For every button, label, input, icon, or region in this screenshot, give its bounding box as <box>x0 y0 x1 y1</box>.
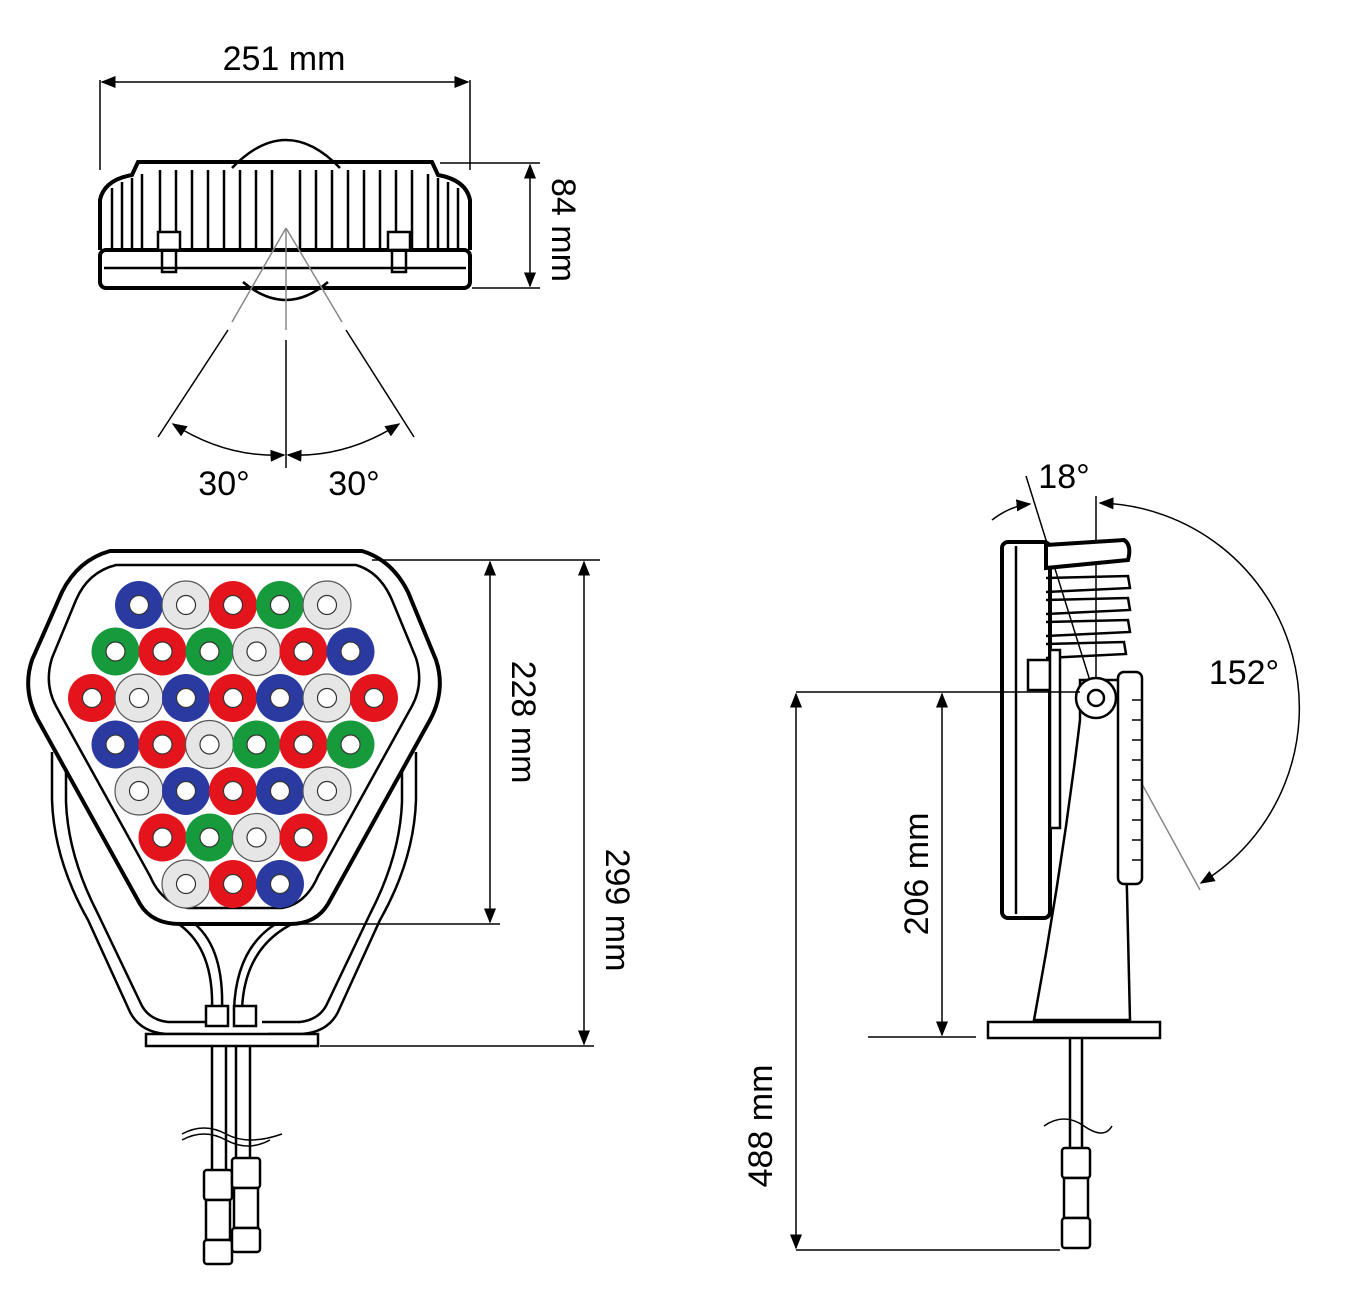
led-lens <box>269 594 291 616</box>
side-total-height-label: 488 mm <box>742 1065 780 1188</box>
side-small-angle-label: 18° <box>1038 458 1089 496</box>
led-lens <box>316 594 338 616</box>
beam-left-gray <box>231 227 287 323</box>
top-heatsink-outline <box>98 160 472 250</box>
led-lens <box>363 687 385 709</box>
side-front-lens <box>1000 540 1052 920</box>
top-base-plate <box>98 248 472 290</box>
side-cable-break <box>1043 1118 1113 1134</box>
front-base-plate <box>144 1032 320 1048</box>
led-lens <box>340 734 361 755</box>
led-lens <box>293 734 314 755</box>
beam-left-edge <box>157 329 229 438</box>
led-lens <box>246 641 267 662</box>
top-dome <box>231 138 341 169</box>
beam-right-gray <box>285 227 343 323</box>
beam-right-edge <box>345 329 415 438</box>
side-fins <box>1045 574 1132 660</box>
side-driver-ribs <box>1132 699 1142 861</box>
beam-left-arc <box>171 423 286 462</box>
side-small-arc <box>991 499 1032 521</box>
led-lens <box>152 827 173 848</box>
led-lens <box>128 780 150 802</box>
front-cable-right-1 <box>240 923 291 1011</box>
front-connector-right <box>230 1156 262 1254</box>
led-lens <box>199 641 220 662</box>
top-bolt-right <box>386 230 412 252</box>
led-lens <box>175 594 197 616</box>
front-yoke-right-outer <box>268 752 418 1036</box>
top-bolt-left <box>156 230 182 252</box>
front-total-height-label: 299 mm <box>598 849 636 972</box>
side-view: 18° 152° <box>742 458 1301 1251</box>
led-lens <box>269 687 291 709</box>
top-view: 251 mm 84 mm <box>98 40 582 503</box>
led-lens <box>340 641 361 662</box>
top-width-label: 251 mm <box>223 40 346 78</box>
front-yoke-left-outer <box>50 752 200 1036</box>
side-pivot-center <box>1086 688 1106 708</box>
side-clamp <box>1026 658 1052 692</box>
side-pivot-height-label: 206 mm <box>898 813 936 936</box>
front-cable-left-2 <box>195 924 224 1011</box>
led-lens <box>105 641 126 662</box>
front-connector-left <box>202 1168 234 1266</box>
led-lens <box>128 594 150 616</box>
led-lens <box>269 873 291 895</box>
led-lens <box>269 780 291 802</box>
side-base-plate <box>986 1020 1162 1040</box>
led-lens <box>222 594 244 616</box>
top-height-label: 84 mm <box>544 178 582 282</box>
front-yoke-left-inner <box>64 760 206 1024</box>
led-lens <box>175 873 197 895</box>
side-driver-box <box>1116 670 1144 886</box>
led-lens <box>128 687 150 709</box>
led-lens <box>222 687 244 709</box>
front-gland-right <box>232 1004 258 1028</box>
side-arm-left <box>1048 648 1062 830</box>
front-gland-left <box>204 1004 230 1028</box>
top-fins <box>110 170 460 248</box>
front-led-array <box>68 580 398 909</box>
led-lens <box>105 734 126 755</box>
led-lens <box>293 827 314 848</box>
front-view: 228 mm 299 mm <box>26 549 636 1266</box>
front-cable-break-1 <box>181 1133 271 1147</box>
led-lens <box>293 641 314 662</box>
led-lens <box>175 780 197 802</box>
side-connector <box>1060 1146 1092 1250</box>
front-cable-right-2 <box>232 923 275 1011</box>
side-large-angle-label: 152° <box>1209 654 1279 692</box>
side-stand <box>1032 678 1132 1022</box>
led-lens <box>152 734 173 755</box>
side-large-arc <box>1098 497 1301 884</box>
side-top-cap <box>1044 537 1132 571</box>
front-cable-left-1 <box>179 923 214 1011</box>
top-bolt-right-nut <box>390 248 408 274</box>
led-lens <box>81 687 103 709</box>
front-cable-break-2 <box>181 1127 283 1141</box>
beam-left-label: 30° <box>198 465 249 503</box>
led-lens <box>316 687 338 709</box>
led-lens <box>152 641 173 662</box>
beam-right-arc <box>286 423 401 462</box>
led-lens <box>222 873 244 895</box>
side-tilt-reference <box>1025 475 1097 701</box>
front-yoke-right-inner <box>262 760 404 1024</box>
led-lens <box>175 687 197 709</box>
led-lens <box>199 734 220 755</box>
front-head-inner <box>47 563 421 910</box>
top-bolt-left-nut <box>160 248 178 274</box>
front-inner-height-label: 228 mm <box>504 661 542 784</box>
led-lens <box>246 734 267 755</box>
led-lens <box>199 827 220 848</box>
led-lens <box>222 780 244 802</box>
led-lens <box>246 827 267 848</box>
beam-right-label: 30° <box>328 465 379 503</box>
led-lens <box>316 780 338 802</box>
